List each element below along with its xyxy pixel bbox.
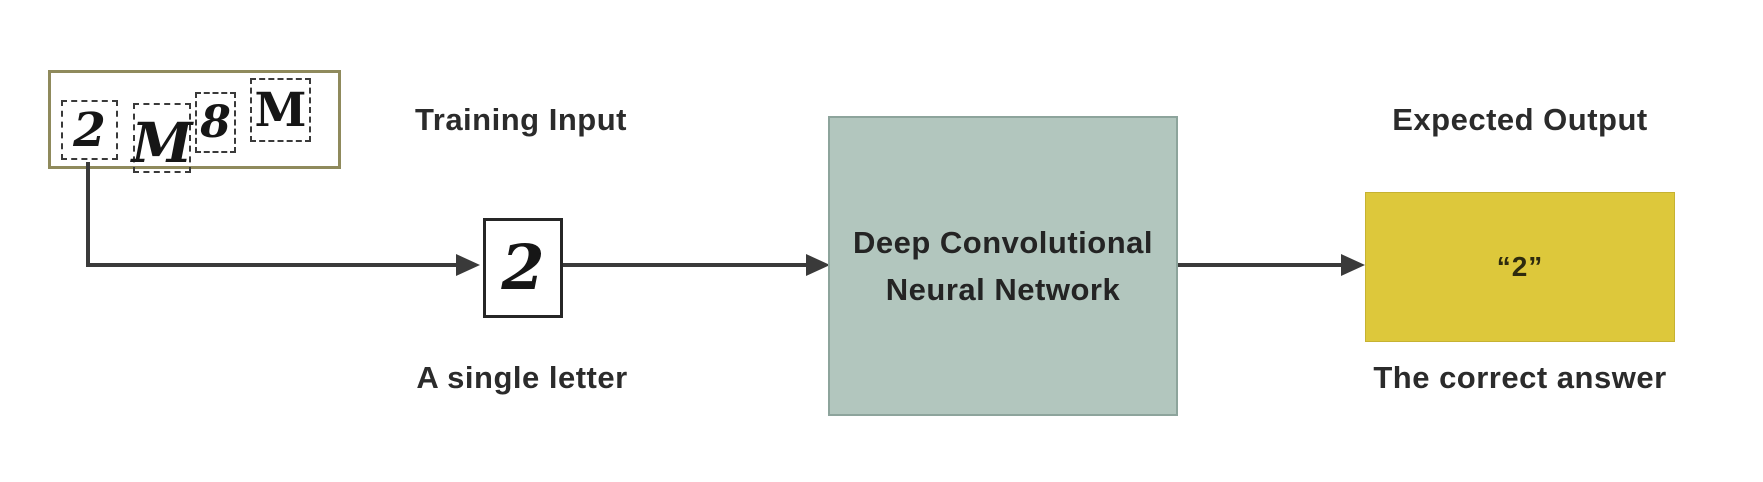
captcha-char-box: 8	[195, 92, 236, 153]
expected-output-label: Expected Output	[1392, 102, 1648, 137]
arrow-head-icon	[806, 254, 830, 276]
captcha-image: 2 M 8 M	[48, 70, 341, 173]
single-letter-label: A single letter	[416, 360, 628, 395]
arrow-head-icon	[456, 254, 480, 276]
network-label-line1: Deep Convolutional	[852, 224, 1154, 260]
single-letter-value: 2	[501, 231, 545, 304]
connector-captcha-horizontal-line	[86, 263, 458, 267]
arrow-head-icon	[1341, 254, 1365, 276]
captcha-char-box: M	[250, 78, 311, 142]
correct-answer-label: The correct answer	[1373, 360, 1667, 395]
single-letter-box: 2	[483, 218, 563, 318]
arrow-letter-to-network-line	[563, 263, 806, 267]
captcha-char-box: 2	[61, 100, 118, 160]
captcha-char-glyph: 2	[73, 102, 106, 158]
arrow-network-to-output-line	[1178, 263, 1341, 267]
captcha-char-glyph: M	[254, 82, 307, 138]
captcha-char-box: M	[131, 103, 193, 175]
network-label-line2: Neural Network	[885, 272, 1121, 307]
network-box: Deep Convolutional Neural Network	[828, 116, 1178, 416]
training-input-label: Training Input	[415, 102, 627, 137]
captcha-char-glyph: 8	[200, 96, 231, 148]
output-value: “2”	[1496, 251, 1544, 282]
output-box: “2”	[1365, 192, 1675, 342]
captcha-char-glyph: M	[131, 109, 193, 175]
connector-captcha-vertical-line	[86, 162, 90, 267]
